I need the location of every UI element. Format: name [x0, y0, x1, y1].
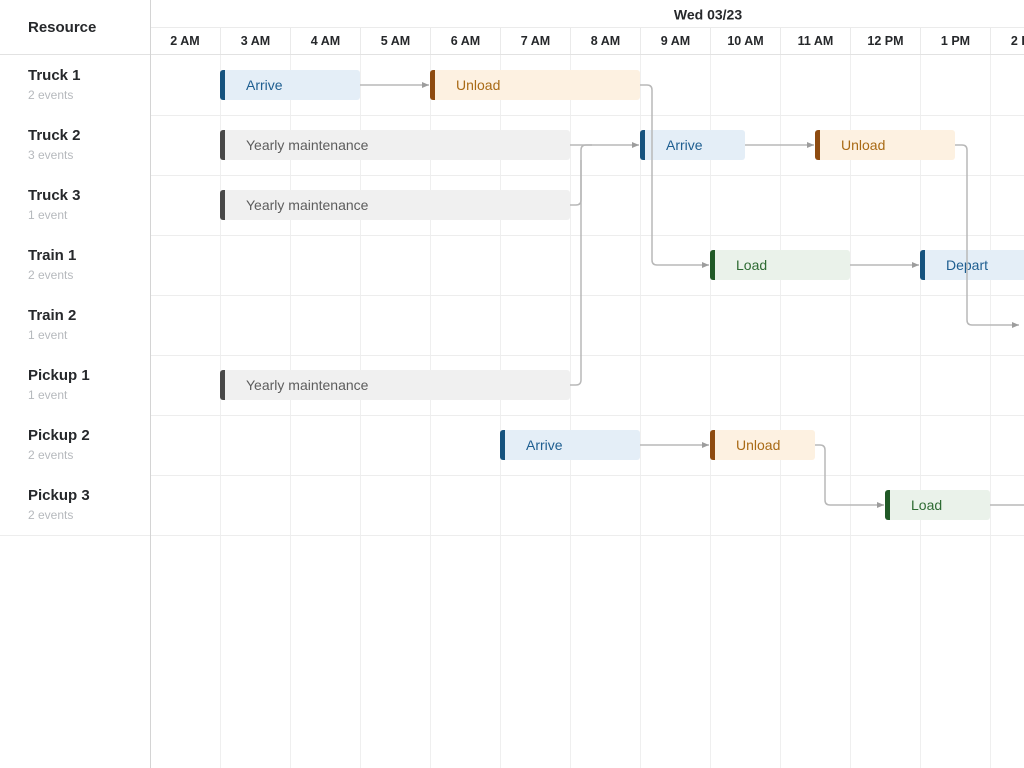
- event-bar-arrive[interactable]: Arrive: [220, 70, 360, 100]
- event-label: Arrive: [526, 437, 563, 453]
- event-label: Load: [736, 257, 767, 273]
- event-bar-unload[interactable]: Unload: [430, 70, 640, 100]
- event-label: Arrive: [666, 137, 703, 153]
- event-label: Depart: [946, 257, 988, 273]
- event-bar-yearly-maintenance[interactable]: Yearly maintenance: [220, 130, 570, 160]
- event-label: Yearly maintenance: [246, 197, 368, 213]
- event-label: Unload: [456, 77, 500, 93]
- event-bar-arrive[interactable]: Arrive: [640, 130, 745, 160]
- event-bar-unload[interactable]: Unload: [815, 130, 955, 160]
- event-label: Unload: [841, 137, 885, 153]
- event-bar-yearly-maintenance[interactable]: Yearly maintenance: [220, 370, 570, 400]
- event-bar-depart[interactable]: Depart: [920, 250, 1024, 280]
- event-bar-arrive[interactable]: Arrive: [500, 430, 640, 460]
- event-label: Arrive: [246, 77, 283, 93]
- event-label: Yearly maintenance: [246, 377, 368, 393]
- event-bar-unload[interactable]: Unload: [710, 430, 815, 460]
- event-label: Unload: [736, 437, 780, 453]
- event-bar-load[interactable]: Load: [885, 490, 990, 520]
- event-bar-yearly-maintenance[interactable]: Yearly maintenance: [220, 190, 570, 220]
- event-label: Load: [911, 497, 942, 513]
- event-label: Yearly maintenance: [246, 137, 368, 153]
- event-bar-load[interactable]: Load: [710, 250, 850, 280]
